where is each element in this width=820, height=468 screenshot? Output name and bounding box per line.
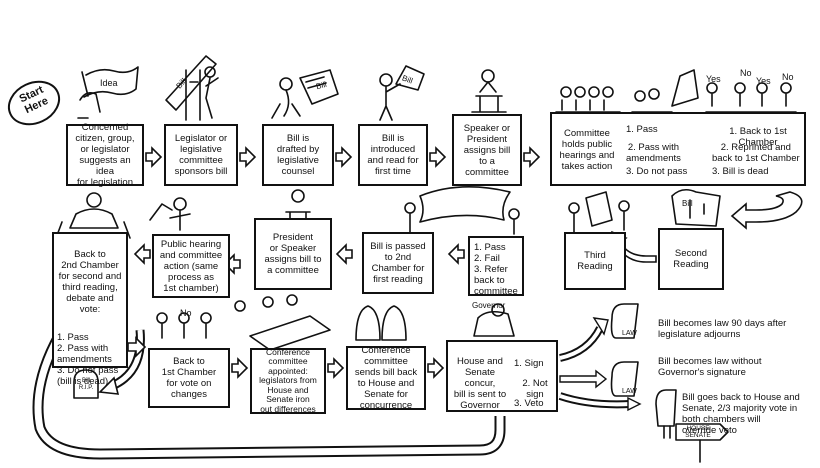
idea-label: Idea — [100, 78, 118, 88]
conference-table-figure — [234, 294, 331, 351]
house-senate-sign-label: HOUSE SENATE — [685, 425, 711, 439]
arrow-s5-s6 — [523, 146, 541, 168]
law-scroll-1 — [610, 303, 639, 339]
committee-option-1: 1. Pass — [626, 124, 658, 135]
no-vote-figure — [156, 312, 212, 339]
arrow-s12-to-governor — [32, 314, 506, 460]
committee-result-2: 2. Reprinted and back to 1st Chamber — [712, 142, 800, 164]
signpost-figure — [675, 423, 729, 463]
law-scroll-2 — [610, 361, 639, 397]
hearing-audience-figure — [555, 86, 673, 113]
step-president-assigns: President or Speaker assigns bill to a c… — [254, 218, 332, 290]
arrow-s4-s5 — [429, 146, 447, 168]
arrow-committee-to-second-reading — [730, 191, 803, 230]
step-second-chamber-vote: Back to 2nd Chamber for second and third… — [52, 232, 128, 387]
law-label-1: LAW — [622, 330, 637, 337]
bill-rip-label: Bill R.I.P. — [78, 378, 94, 391]
arrow-s13-s14 — [231, 357, 249, 379]
vote-yes-1: Yes — [706, 74, 721, 84]
committee-voters-figure — [671, 69, 797, 113]
second-chamber-desc: Back to 2nd Chamber for second and third… — [58, 249, 122, 315]
governor-label: Governor — [472, 301, 506, 310]
public-hearing-figure — [149, 197, 191, 231]
step-back-to-first-chamber: Back to 1st Chamber for vote on changes — [148, 348, 230, 408]
outcome-veto-override: Bill goes back to House and Senate, 2/3 … — [682, 392, 800, 436]
third-reading-options: 1. Pass 2. Fail 3. Refer back to committ… — [468, 236, 524, 297]
committee-option-3: 3. Do not pass — [626, 166, 688, 177]
law-label-2: LAW — [622, 388, 637, 395]
committee-result-3: 3. Bill is dead — [712, 166, 769, 177]
step-committee-hearings: Committee holds public hearings and take… — [550, 112, 806, 186]
step-third-reading: Third Reading — [564, 232, 626, 290]
arrow-sign-to-law — [559, 317, 609, 362]
governor-option-sign: 1. Sign — [514, 358, 544, 369]
bill-carriers-figure — [404, 186, 520, 235]
arrow-notsign-to-law — [559, 369, 608, 389]
second-chamber-options: 1. Pass 2. Pass with amendments 3. Do no… — [57, 332, 119, 387]
vote-no-1: No — [740, 68, 752, 78]
committee-result-1: 1. Back to 1st Chamber — [729, 126, 787, 148]
step-conference-sends-back: Conference committee sends bill back to … — [346, 345, 426, 411]
committee-option-2: 2. Pass with amendments — [626, 142, 681, 164]
governor-option-veto: 3. Veto — [514, 398, 544, 409]
vote-no-2: No — [782, 72, 794, 82]
step-sponsor: Legislator or legislative committee spon… — [164, 124, 238, 186]
house-senate-figures — [355, 305, 407, 341]
third-reading-figure — [568, 191, 630, 233]
step-passed-to-second-chamber: Bill is passed to 2nd Chamber for first … — [362, 232, 434, 294]
step-public-hearing: Public hearing and committee action (sam… — [152, 234, 230, 298]
tombstone-figure — [73, 369, 99, 399]
idea-flag-figure — [77, 66, 139, 119]
arrow-s12-s13 — [127, 336, 147, 358]
arrow-veto-to-override — [558, 392, 642, 412]
arrow-s14-s15 — [327, 357, 345, 379]
outcome-law-without-signature: Bill becomes law without Governor's sign… — [658, 356, 762, 378]
committee-desc: Committee holds public hearings and take… — [559, 128, 615, 172]
outcome-law-90-days: Bill becomes law 90 days after legislatu… — [658, 318, 787, 340]
second-reading-figure — [671, 188, 721, 227]
arrow-s2-s3 — [239, 146, 257, 168]
arrow-s9-s10 — [335, 243, 353, 265]
governor-desc: House and Senate concur, bill is sent to… — [453, 356, 507, 411]
step-second-reading: Second Reading — [658, 228, 724, 290]
step-idea: Concerned citizen, group, or legislator … — [66, 122, 144, 188]
sponsor-figure — [165, 55, 219, 121]
step-drafting: Bill is drafted by legislative counsel — [262, 124, 334, 186]
step-conference-committee: Conference committee appointed: legislat… — [250, 347, 326, 414]
arrow-s11-s12 — [133, 243, 151, 265]
speaker-figure — [471, 69, 507, 113]
arrow-s1-s2 — [145, 146, 163, 168]
step-speaker-assigns: Speaker or President assigns bill to a c… — [452, 114, 522, 186]
override-figure — [655, 389, 677, 439]
arrow-s12-bill-dead — [98, 329, 145, 395]
governor-figure — [473, 303, 515, 337]
start-here-bubble — [7, 80, 61, 126]
arrow-s15-s16 — [427, 357, 445, 379]
bill-label-second-reading: Bill — [682, 199, 693, 208]
step-introduced: Bill is introduced and read for first ti… — [358, 124, 428, 186]
introducing-figure — [379, 65, 425, 121]
no-label: No — [180, 308, 192, 318]
arrow-s8-s9 — [447, 243, 465, 265]
drafting-figure — [271, 69, 339, 119]
arrow-s3-s4 — [335, 146, 353, 168]
governor-option-not-sign: 2. Not sign — [522, 378, 548, 400]
vote-yes-2: Yes — [756, 76, 771, 86]
step-governor: House and Senate concur, bill is sent to… — [446, 340, 558, 412]
